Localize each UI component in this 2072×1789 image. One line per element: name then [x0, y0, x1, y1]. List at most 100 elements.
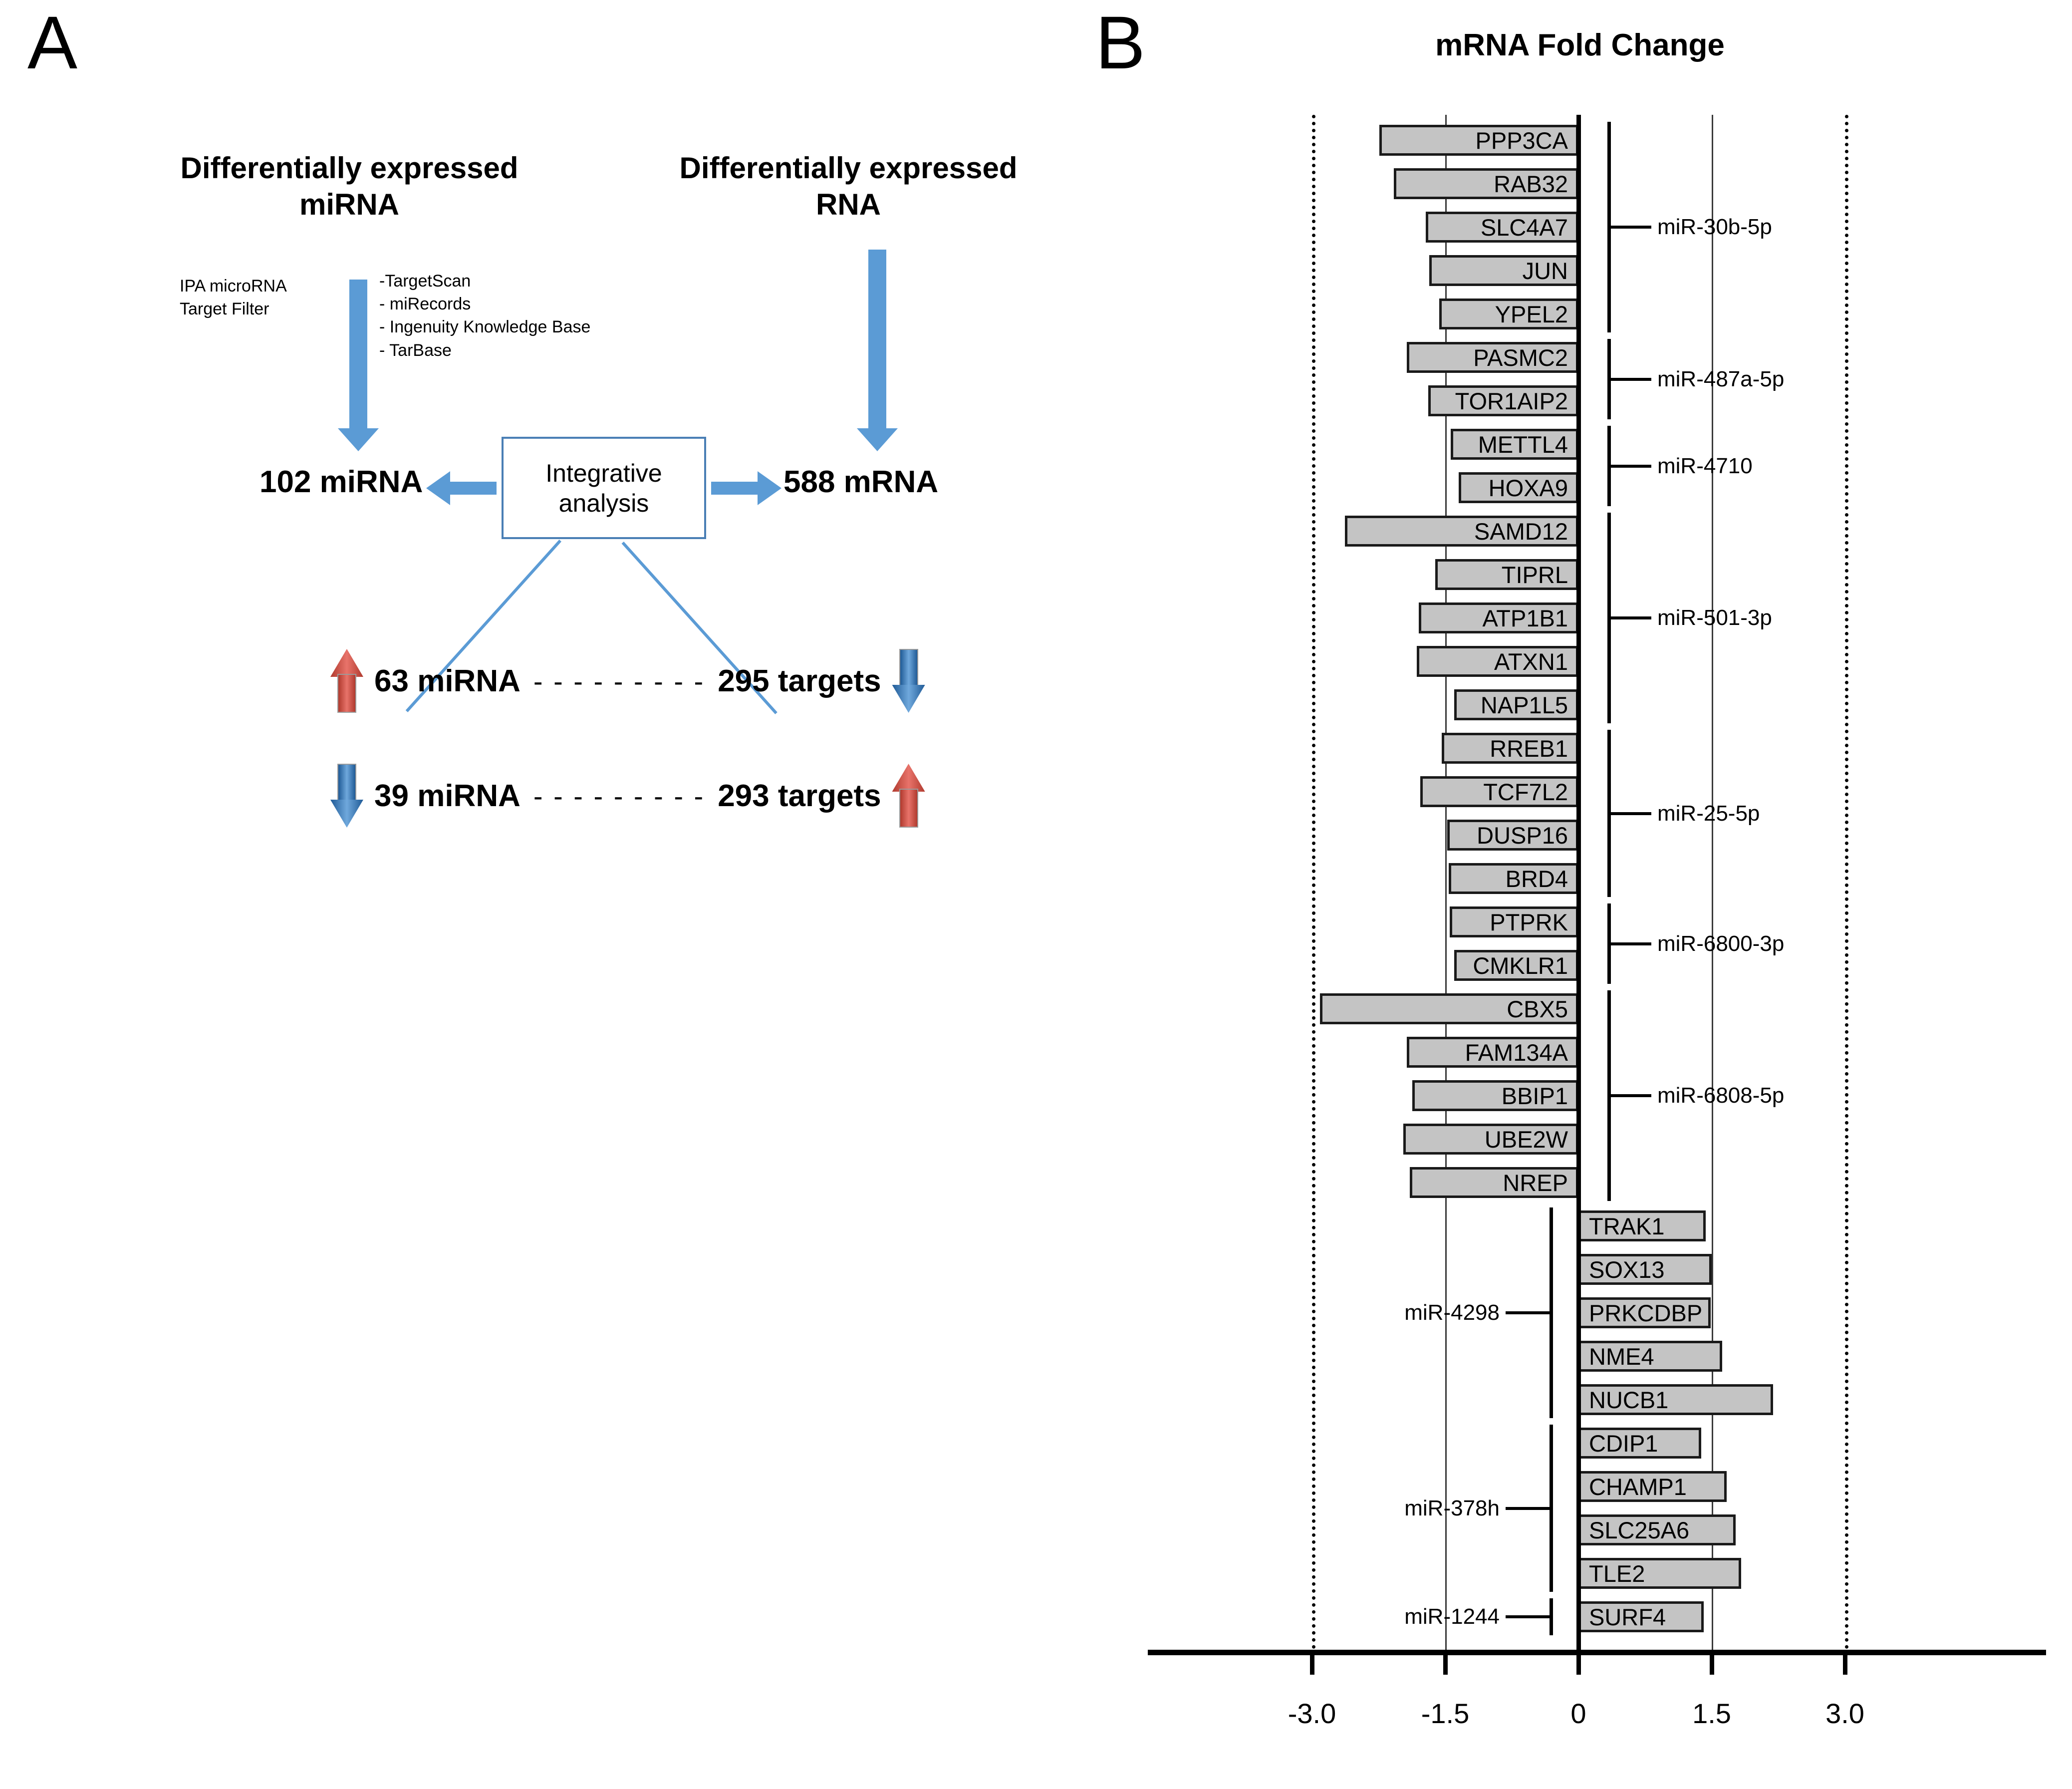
bar-row: PPP3CA	[1088, 125, 2072, 156]
x-tick	[1843, 1650, 1847, 1675]
bar-bbip1[interactable]: BBIP1	[1412, 1080, 1578, 1111]
arrow-down-blue-icon	[892, 649, 925, 713]
bar-label: CMKLR1	[1473, 952, 1568, 979]
result-row: 63 miRNA - - - - - - - - - 295 targets	[319, 649, 936, 713]
bar-hoxa9[interactable]: HOXA9	[1458, 472, 1578, 503]
bar-label: TOR1AIP2	[1455, 387, 1568, 414]
bar-row: RREB1	[1088, 733, 2072, 764]
bar-label: PPP3CA	[1475, 127, 1568, 154]
bar-nucb1[interactable]: NUCB1	[1578, 1384, 1773, 1415]
heading-differential-rna: Differentially expressed RNA	[679, 151, 1018, 222]
bar-tor1aip2[interactable]: TOR1AIP2	[1428, 385, 1578, 416]
panel-a-label: A	[27, 0, 78, 84]
bar-atp1b1[interactable]: ATP1B1	[1418, 602, 1578, 633]
group-label-mir-6800-3p: miR-6800-3p	[1657, 931, 1785, 956]
arrow-down-mirna-icon	[338, 280, 379, 451]
bar-row: METTL4	[1088, 429, 2072, 460]
bar-brd4[interactable]: BRD4	[1449, 863, 1578, 894]
group-bracket-stem	[1607, 1094, 1651, 1097]
bar-label: ATP1B1	[1482, 604, 1568, 631]
bar-row: FAM134A	[1088, 1037, 2072, 1068]
bar-mettl4[interactable]: METTL4	[1450, 429, 1578, 460]
bar-sox13[interactable]: SOX13	[1578, 1254, 1712, 1285]
bar-label: TRAK1	[1589, 1212, 1665, 1239]
bar-label: NREP	[1503, 1169, 1568, 1196]
bar-atxn1[interactable]: ATXN1	[1417, 646, 1578, 677]
bar-nme4[interactable]: NME4	[1578, 1341, 1723, 1372]
bar-label: UBE2W	[1484, 1126, 1568, 1153]
bar-label: DUSP16	[1477, 822, 1568, 849]
bar-nap1l5[interactable]: NAP1L5	[1454, 689, 1578, 720]
group-label-mir-30b-5p: miR-30b-5p	[1657, 215, 1772, 239]
bar-label: YPEL2	[1495, 300, 1568, 327]
bar-label: SLC4A7	[1480, 214, 1568, 241]
bar-label: SOX13	[1589, 1256, 1665, 1283]
bar-row: SURF4	[1088, 1601, 2072, 1632]
bar-dusp16[interactable]: DUSP16	[1447, 820, 1578, 851]
bar-cdip1[interactable]: CDIP1	[1578, 1428, 1701, 1459]
bar-label: METTL4	[1478, 431, 1568, 458]
x-tick-label: 1.5	[1692, 1698, 1731, 1729]
group-bracket	[1550, 1207, 1553, 1418]
bar-ppp3ca[interactable]: PPP3CA	[1379, 125, 1578, 156]
bar-row: CHAMP1	[1088, 1471, 2072, 1502]
bar-jun[interactable]: JUN	[1429, 255, 1578, 286]
bar-champ1[interactable]: CHAMP1	[1578, 1471, 1727, 1502]
bar-nrep[interactable]: NREP	[1409, 1167, 1578, 1198]
bar-tle2[interactable]: TLE2	[1578, 1558, 1741, 1589]
group-label-mir-4710: miR-4710	[1657, 453, 1753, 478]
bar-tcf7l2[interactable]: TCF7L2	[1420, 776, 1578, 807]
bar-row: UBE2W	[1088, 1124, 2072, 1155]
bar-row: TRAK1	[1088, 1210, 2072, 1241]
x-tick	[1710, 1650, 1714, 1675]
bar-row: HOXA9	[1088, 472, 2072, 503]
x-tick	[1443, 1650, 1448, 1675]
group-label-mir-378h: miR-378h	[1404, 1495, 1500, 1520]
bar-pasmc2[interactable]: PASMC2	[1407, 342, 1578, 373]
bar-label: RAB32	[1494, 170, 1568, 197]
bar-row: SOX13	[1088, 1254, 2072, 1285]
gridline	[1445, 115, 1447, 1650]
bar-row: TIPRL	[1088, 559, 2072, 590]
bar-row: SLC25A6	[1088, 1514, 2072, 1545]
group-bracket-stem	[1607, 377, 1651, 381]
count-mirna: 102 miRNA	[259, 465, 423, 499]
bar-row: SAMD12	[1088, 516, 2072, 547]
bar-slc4a7[interactable]: SLC4A7	[1425, 212, 1578, 243]
bar-prkcdbp[interactable]: PRKCDBP	[1578, 1297, 1711, 1328]
bar-label: FAM134A	[1465, 1039, 1568, 1066]
bar-row: JUN	[1088, 255, 2072, 286]
bar-ube2w[interactable]: UBE2W	[1403, 1124, 1578, 1155]
bar-slc25a6[interactable]: SLC25A6	[1578, 1514, 1736, 1545]
bar-row: NREP	[1088, 1167, 2072, 1198]
group-bracket-stem	[1607, 226, 1651, 229]
arrow-right-icon	[711, 471, 781, 505]
bar-rreb1[interactable]: RREB1	[1441, 733, 1578, 764]
arrow-left-icon	[426, 471, 497, 505]
bar-fam134a[interactable]: FAM134A	[1407, 1037, 1578, 1068]
bar-samd12[interactable]: SAMD12	[1344, 516, 1578, 547]
bar-label: PTPRK	[1490, 908, 1568, 935]
bar-cbx5[interactable]: CBX5	[1320, 993, 1578, 1024]
bar-label: NUCB1	[1589, 1386, 1669, 1413]
result-dashes: - - - - - - - - -	[533, 780, 705, 812]
bar-surf4[interactable]: SURF4	[1578, 1601, 1704, 1632]
bar-label: TIPRL	[1501, 561, 1568, 588]
gridline	[1712, 115, 1713, 1650]
gridline-dotted	[1312, 115, 1315, 1650]
bar-cmklr1[interactable]: CMKLR1	[1454, 950, 1578, 981]
bar-rab32[interactable]: RAB32	[1393, 168, 1578, 199]
bar-label: BBIP1	[1501, 1082, 1568, 1109]
arrow-up-red-icon	[892, 764, 925, 828]
bar-row: TCF7L2	[1088, 776, 2072, 807]
bar-ptprk[interactable]: PTPRK	[1449, 906, 1578, 937]
bar-ypel2[interactable]: YPEL2	[1439, 298, 1578, 329]
bar-tiprl[interactable]: TIPRL	[1435, 559, 1578, 590]
bar-label: PASMC2	[1473, 344, 1568, 371]
bar-trak1[interactable]: TRAK1	[1578, 1210, 1706, 1241]
arrow-up-red-icon	[330, 649, 363, 713]
group-label-mir-501-3p: miR-501-3p	[1657, 605, 1772, 630]
group-label-mir-6808-5p: miR-6808-5p	[1657, 1083, 1785, 1108]
